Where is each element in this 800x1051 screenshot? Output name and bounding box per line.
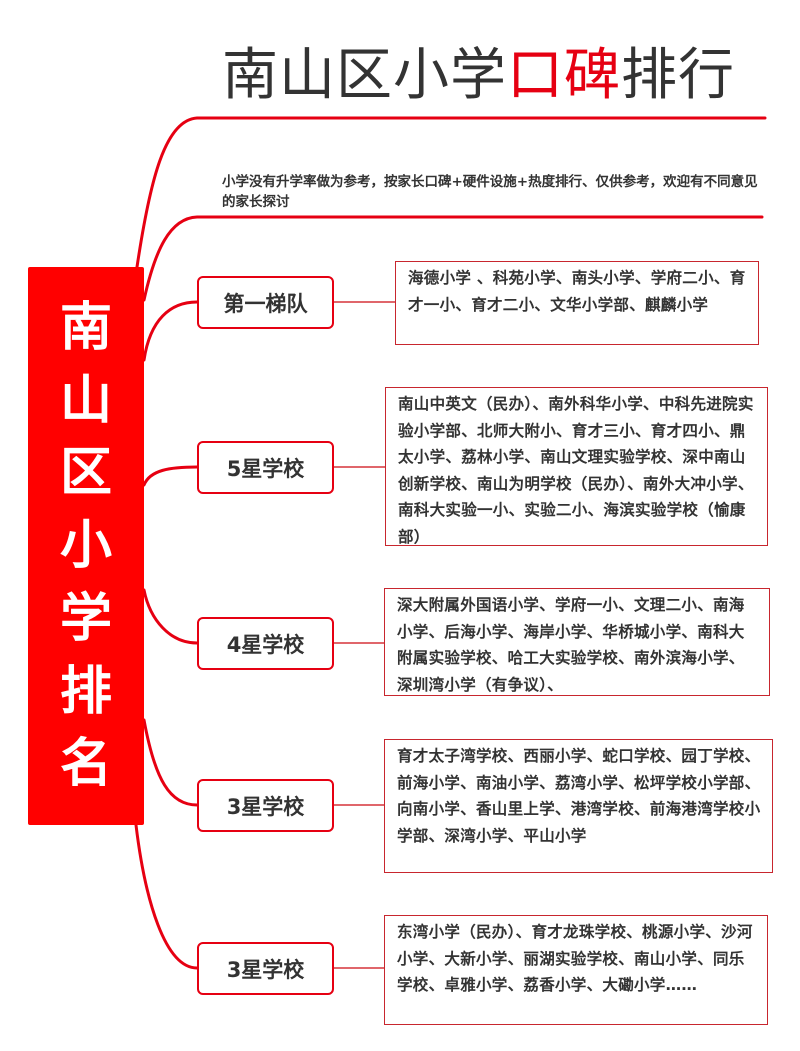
root-char: 山 — [59, 370, 112, 431]
connector-tier-5 — [134, 823, 199, 970]
tier-node-4-star: 4星学校 — [197, 617, 334, 670]
tier-node-3-star-b: 3星学校 — [197, 942, 334, 995]
title-highlight: 口碑 — [507, 43, 621, 108]
title-part-1: 南山区小学 — [222, 43, 507, 108]
page-title: 南山区小学口碑排行 — [222, 40, 735, 112]
title-part-2: 排行 — [621, 43, 735, 108]
root-char: 南 — [59, 297, 112, 358]
root-char: 名 — [59, 734, 112, 795]
connector-tier-3 — [142, 588, 199, 645]
tier-schools-3-star-b: 东湾小学（民办）、育才龙珠学校、桃源小学、沙河小学、大新小学、丽湖实验学校、南山… — [384, 915, 768, 1025]
root-char: 小 — [59, 516, 112, 576]
root-char: 排 — [59, 661, 112, 722]
connector-tier-4 — [142, 718, 199, 807]
tier-schools-3-star-a: 育才太子湾学校、西丽小学、蛇口学校、园丁学校、前海小学、南油小学、荔湾小学、松坪… — [384, 739, 773, 873]
tier-node-5-star: 5星学校 — [197, 441, 334, 494]
tier-schools-5-star: 南山中英文（民办）、南外科华小学、中科先进院实验小学部、北师大附小、育才三小、育… — [385, 387, 768, 546]
disclaimer-note: 小学没有升学率做为参考，按家长口碑+硬件设施+热度排行、仅供参考，欢迎有不同意见… — [222, 174, 758, 210]
root-char: 学 — [59, 588, 112, 649]
tier-schools-first-tier: 海德小学 、科苑小学、南头小学、学府二小、育才一小、育才二小、文华小学部、麒麟小… — [395, 261, 759, 345]
root-char: 区 — [59, 443, 112, 504]
tier-schools-4-star: 深大附属外国语小学、学府一小、文理二小、南海小学、后海小学、海岸小学、华桥城小学… — [384, 588, 770, 696]
root-node: 南 山 区 小 学 排 名 — [28, 267, 144, 825]
tier-node-first-tier: 第一梯队 — [197, 276, 334, 329]
connector-tier-2 — [142, 465, 199, 487]
tier-node-3-star-a: 3星学校 — [197, 779, 334, 832]
connector-tier-1 — [142, 300, 199, 362]
